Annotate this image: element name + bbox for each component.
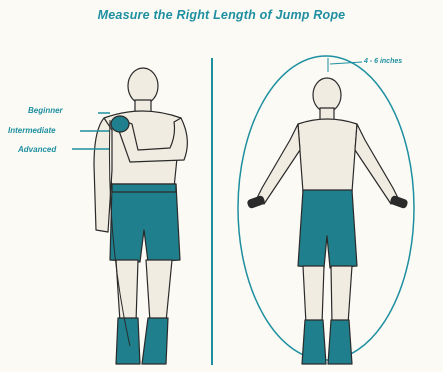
right-arm-right [355,124,399,204]
left-figure [72,68,187,364]
left-hand-shoulder [111,116,129,132]
left-boot-a [116,318,140,364]
left-shorts [110,184,180,262]
right-neck [320,108,334,120]
right-torso [298,119,357,195]
label-advanced: Advanced [18,145,56,154]
right-leg-b [331,266,352,324]
label-beginner: Beginner [28,106,63,115]
right-shorts [298,190,357,268]
left-waistband [112,184,176,192]
left-head [128,68,158,104]
right-head [313,78,341,112]
handle-right [390,196,408,209]
handle-left [247,196,265,209]
left-boot-b [142,318,168,364]
left-leg-b [146,260,172,322]
right-boot-b [328,320,352,364]
right-boot-a [302,320,326,364]
label-handle-length: 4 - 6 inches [364,58,402,65]
right-arm-left [256,124,300,204]
right-figure [247,78,408,364]
right-leg-a [303,266,324,324]
label-intermediate: Intermediate [8,126,56,135]
